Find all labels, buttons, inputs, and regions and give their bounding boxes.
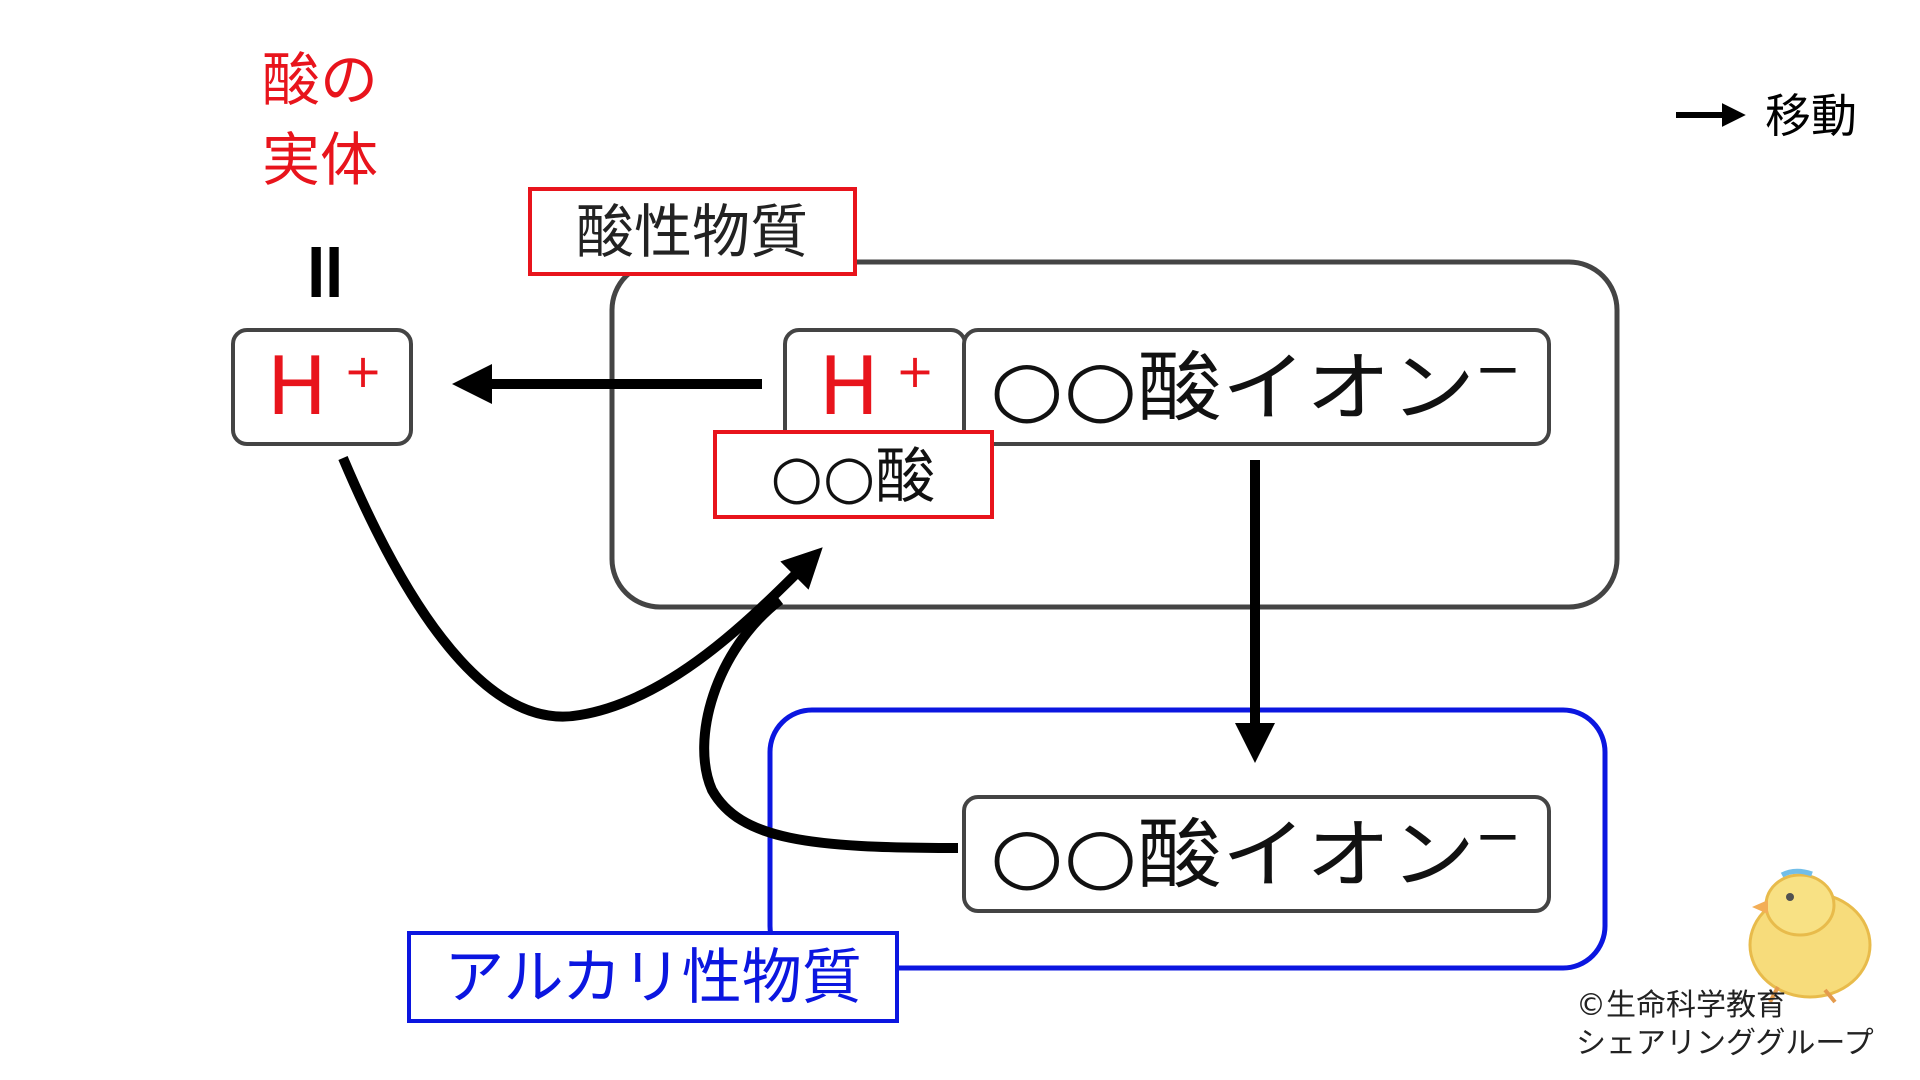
acid-entity-title-line1: 酸の xyxy=(262,46,378,114)
copyright-line1: ©生命科学教育 xyxy=(1576,988,1786,1023)
acidic-substance-label: 酸性物質 xyxy=(576,198,808,266)
alkaline-substance-label-box xyxy=(407,931,899,1023)
copyright-line2: シェアリンググループ xyxy=(1576,1026,1874,1061)
acid-ion-box xyxy=(962,328,1551,446)
alkaline-acid-ion-name: ○○酸イオン xyxy=(990,810,1475,899)
acidic-substance-container xyxy=(609,259,1620,610)
alkaline-substance-label: アルカリ性物質 xyxy=(444,943,862,1013)
svg-text:=: = xyxy=(281,238,374,305)
free-proton-symbol: H xyxy=(267,340,327,433)
alkaline-substance-container xyxy=(767,707,1608,971)
equals-sign: = xyxy=(281,238,374,305)
acid-label-box xyxy=(713,430,994,519)
acid-ion-name: ○○酸イオン xyxy=(990,343,1475,432)
arrow-proton-recombine xyxy=(338,456,823,722)
free-proton-charge: + xyxy=(344,344,383,398)
legend-label: 移動 xyxy=(1765,89,1857,143)
acidic-substance-label-box xyxy=(528,187,857,276)
bound-proton-charge: + xyxy=(896,344,935,398)
alkaline-acid-ion-box xyxy=(962,795,1551,913)
acid-ion-charge: − xyxy=(1475,337,1522,402)
acid-label: ○○酸 xyxy=(771,442,936,512)
free-proton-box xyxy=(231,328,413,446)
acid-entity-title-line2: 実体 xyxy=(262,126,378,194)
legend: 移動 xyxy=(1676,89,1857,143)
bound-proton-symbol: H xyxy=(819,340,879,433)
chick-mascot-icon xyxy=(1748,868,1872,1004)
arrow-ion-recombine xyxy=(699,596,959,853)
alkaline-acid-ion-charge: − xyxy=(1475,804,1522,869)
